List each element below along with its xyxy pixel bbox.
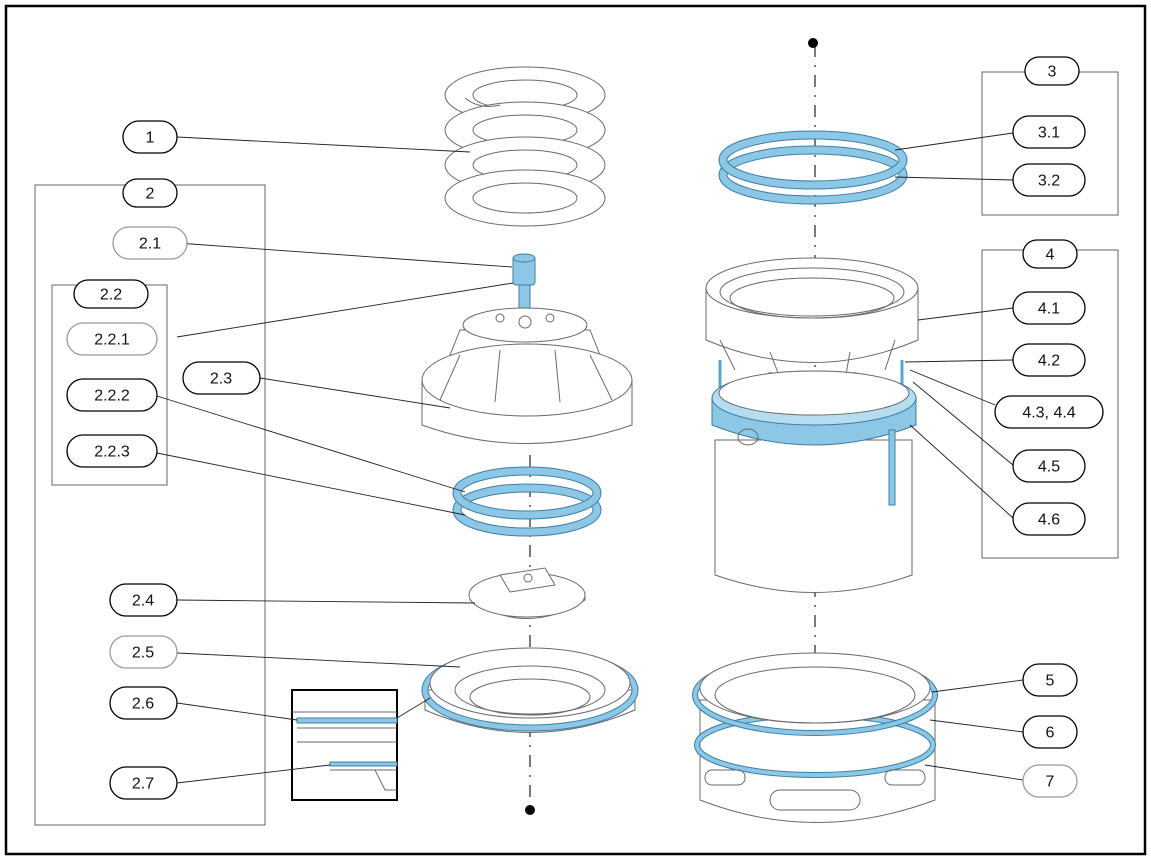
callout-3: 3 — [1024, 56, 1080, 86]
rings-part-3 — [718, 130, 908, 205]
callout-4-6: 4.6 — [1012, 502, 1086, 536]
callout-6: 6 — [1022, 715, 1078, 749]
callout-2-5: 2.5 — [109, 635, 178, 669]
callout-3-2: 3.2 — [1012, 163, 1086, 197]
callout-2-4-text: 2.4 — [132, 593, 154, 610]
callout-4-3-4-4-text: 4.3, 4.4 — [1022, 405, 1075, 422]
bottom-cup-part — [421, 647, 639, 733]
callout-2-2-3: 2.2.3 — [66, 434, 158, 468]
callout-4-5-text: 4.5 — [1038, 459, 1060, 476]
callout-4: 4 — [1022, 239, 1078, 269]
callout-2-3-text: 2.3 — [210, 371, 232, 388]
group-frame-2 — [34, 184, 266, 826]
callout-2-4: 2.4 — [109, 583, 178, 617]
detail-inset — [291, 689, 398, 801]
bottom-housing-part — [692, 652, 938, 823]
callout-2: 2 — [122, 178, 178, 208]
callout-2-2-1: 2.2.1 — [66, 322, 158, 356]
axis-end-dot-left — [525, 805, 535, 815]
callout-4-2: 4.2 — [1012, 343, 1086, 377]
callout-6-text: 6 — [1046, 725, 1055, 742]
callout-2-2-text: 2.2 — [100, 287, 122, 304]
callout-4-1: 4.1 — [1012, 291, 1086, 325]
piston-plate-part — [468, 567, 586, 619]
callout-4-2-text: 4.2 — [1038, 353, 1060, 370]
callout-3-text: 3 — [1048, 64, 1057, 81]
seal-rings-2-2 — [452, 466, 602, 537]
callout-2-5-text: 2.5 — [132, 645, 154, 662]
callout-2-1: 2.1 — [112, 226, 188, 260]
callout-4-6-text: 4.6 — [1038, 512, 1060, 529]
callout-2-2-3-text: 2.2.3 — [94, 444, 130, 461]
callout-3-1: 3.1 — [1012, 115, 1086, 149]
callout-4-1-text: 4.1 — [1038, 301, 1060, 318]
leader-lines — [156, 132, 1024, 784]
callout-2-6-text: 2.6 — [132, 696, 154, 713]
callout-2-7-text: 2.7 — [132, 776, 154, 793]
callout-3-2-text: 3.2 — [1038, 173, 1060, 190]
callout-2-2-2-text: 2.2.2 — [94, 388, 130, 405]
callout-4-text: 4 — [1046, 247, 1055, 264]
callout-3-1-text: 3.1 — [1038, 125, 1060, 142]
callout-2-2: 2.2 — [73, 279, 149, 309]
housing-part — [421, 307, 633, 444]
callout-2-2-1-text: 2.2.1 — [94, 332, 130, 349]
callout-4-5: 4.5 — [1012, 449, 1086, 483]
callout-2-7: 2.7 — [109, 766, 178, 800]
callout-2-3: 2.3 — [182, 361, 261, 395]
callout-1: 1 — [122, 120, 178, 154]
callout-2-text: 2 — [146, 186, 155, 203]
callout-2-6: 2.6 — [109, 686, 178, 720]
callout-5-text: 5 — [1046, 673, 1055, 690]
callout-2-1-text: 2.1 — [139, 236, 161, 253]
drawing-border — [4, 4, 1147, 856]
spring-part — [444, 66, 606, 227]
callout-2-2-2: 2.2.2 — [66, 378, 158, 412]
callout-4-3-4-4: 4.3, 4.4 — [994, 395, 1104, 429]
cylinder-body-part-4 — [705, 257, 919, 593]
callout-5: 5 — [1022, 663, 1078, 697]
callout-7: 7 — [1022, 764, 1078, 798]
callout-1-text: 1 — [146, 130, 155, 147]
axis-end-dot-right — [808, 38, 818, 48]
callout-7-text: 7 — [1046, 774, 1055, 791]
